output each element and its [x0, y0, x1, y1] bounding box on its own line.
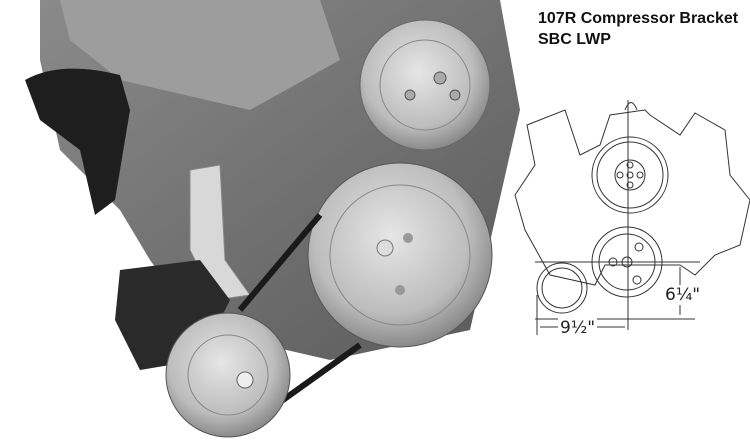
- crank-pulley: [307, 162, 493, 348]
- diagram-compressor: [536, 262, 588, 314]
- product-title: 107R Compressor Bracket SBC LWP: [538, 8, 738, 50]
- title-line-1: 107R Compressor Bracket: [538, 10, 739, 27]
- exhaust-header: [25, 68, 130, 215]
- dimension-vertical: 6¼": [663, 285, 703, 305]
- diagram-water-pump: [591, 136, 669, 214]
- bracket-diagram: [514, 100, 750, 335]
- dimension-horizontal: 9½": [558, 318, 598, 338]
- compressor-clutch: [165, 312, 291, 438]
- water-pump-pulley: [359, 19, 491, 151]
- engine-photo: [25, 0, 520, 438]
- title-line-2: SBC LWP: [538, 31, 611, 48]
- intake-manifold: [60, 0, 340, 110]
